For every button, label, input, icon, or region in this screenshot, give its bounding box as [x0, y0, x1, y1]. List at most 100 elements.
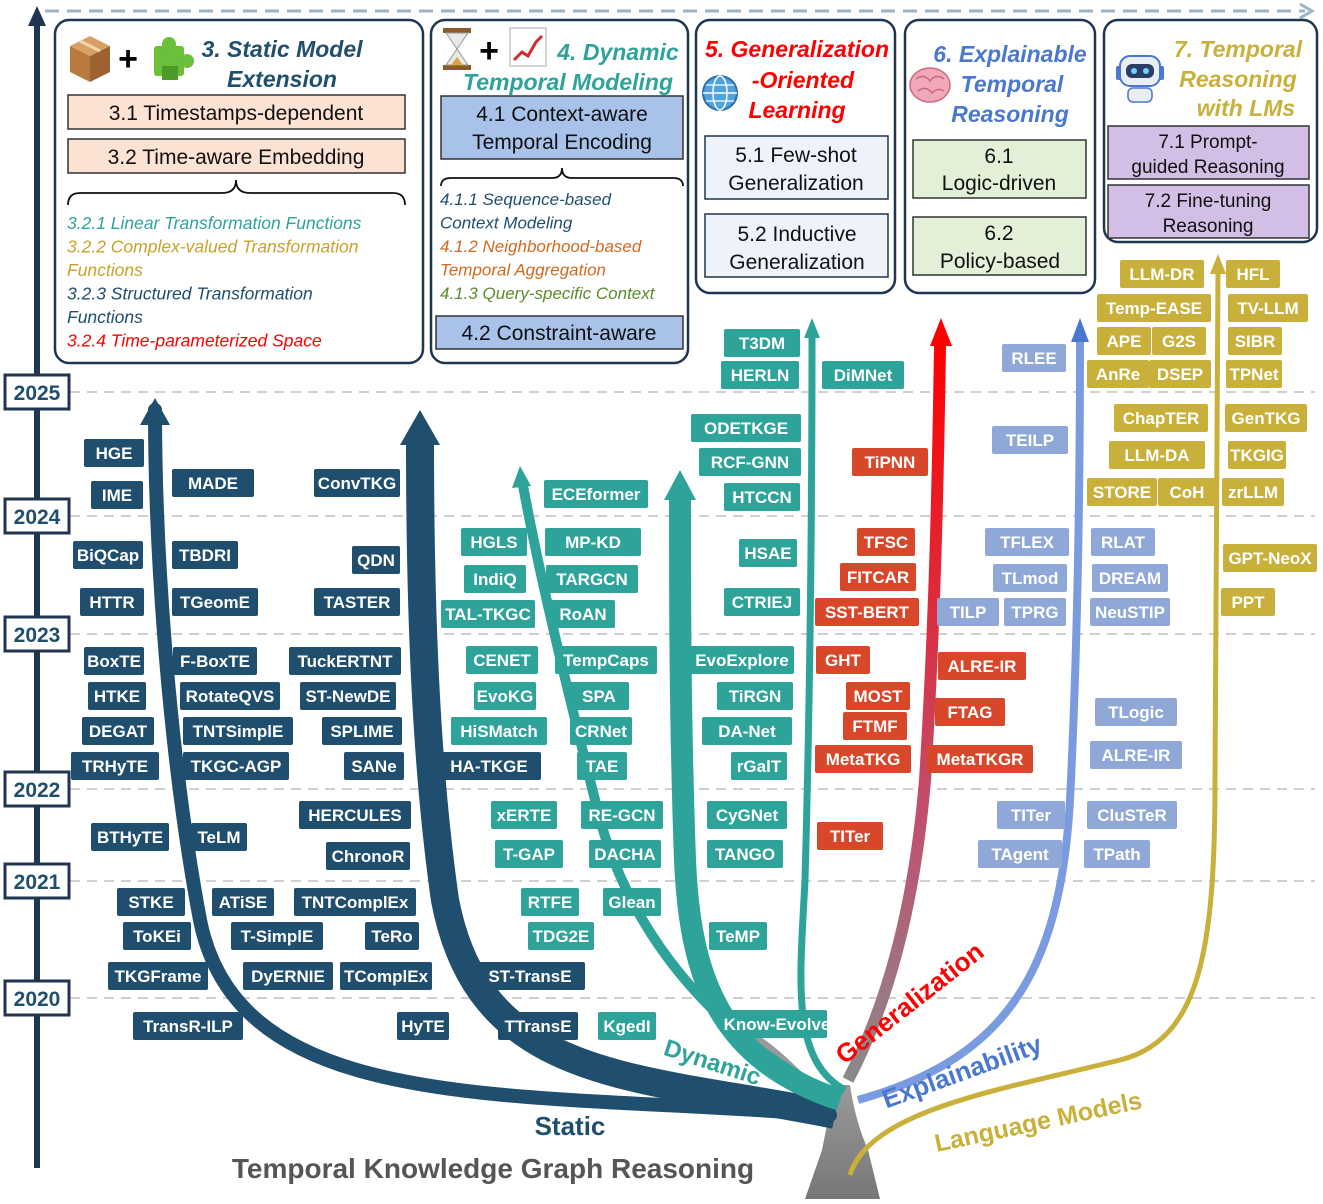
model-tag-label: TFLEX: [1000, 533, 1054, 552]
year-label-2024: 2024: [3, 497, 71, 535]
model-tag-label: BoxTE: [87, 652, 141, 671]
model-tag-dynamic: ECEformer: [544, 480, 648, 508]
model-tag-label: LLM-DR: [1129, 265, 1194, 284]
model-tag-static: HERCULES: [299, 801, 411, 829]
generalization-branch: [842, 344, 946, 1083]
trend-chart-icon: [509, 27, 547, 67]
model-tag-label: ST-TransE: [488, 967, 571, 986]
model-tag-label: HiSMatch: [460, 722, 537, 741]
model-tag-label: xERTE: [497, 806, 552, 825]
model-tag-generalization: MetaTKGR: [927, 745, 1033, 773]
section-3-2-box: [67, 138, 406, 174]
model-tag-label: TRHyTE: [82, 757, 148, 776]
model-tag-generalization: GHT: [816, 646, 870, 674]
model-tag-label: TPath: [1093, 845, 1140, 864]
explainability-branch-arrowhead: [1071, 318, 1089, 342]
model-tag-dynamic: RE-GCN: [581, 801, 663, 829]
model-tag-explainability: TAgent: [978, 840, 1062, 868]
year-label-2022: 2022: [3, 770, 71, 808]
model-tag-label: RE-GCN: [588, 806, 655, 825]
model-tag-language_models: PPT: [1221, 588, 1275, 616]
model-tag-label: LLM-DA: [1124, 446, 1189, 465]
model-tag-label: ConvTKG: [318, 474, 396, 493]
model-tag-dynamic: SPA: [569, 682, 629, 710]
model-tag-dynamic: TARGCN: [546, 565, 638, 593]
model-tag-label: CoH: [1170, 483, 1205, 502]
model-tag-label: ChronoR: [332, 847, 405, 866]
year-text: 2025: [14, 382, 61, 405]
model-tag-label: T-GAP: [503, 845, 555, 864]
plus-sign: +: [118, 40, 138, 78]
model-tag-label: EvoKG: [477, 687, 534, 706]
model-tag-generalization: TiPNN: [852, 448, 928, 476]
model-tag-static: MADE: [172, 469, 254, 497]
model-tag-label: MetaTKGR: [937, 750, 1024, 769]
model-tag-dynamic: DACHA: [589, 840, 661, 868]
model-tag-label: DyERNIE: [251, 967, 325, 986]
model-tag-static: HTKE: [88, 682, 146, 710]
section-6-1-label-line2: Logic-driven: [942, 172, 1056, 195]
year-text: 2024: [14, 506, 61, 529]
model-tag-static: STKE: [117, 888, 185, 916]
robot-icon: [1116, 55, 1164, 103]
model-tag-dynamic: IndiQ: [464, 565, 526, 593]
subitem-line2: Context Modeling: [440, 214, 573, 233]
section-5-1-label-line2: Generalization: [728, 172, 863, 195]
section-4-title-line1: 4. Dynamic: [556, 39, 679, 65]
model-tag-language_models: TPNet: [1226, 360, 1282, 388]
model-tag-generalization: MetaTKG: [815, 745, 911, 773]
section-6-title-line1: 6. Explainable: [933, 41, 1087, 67]
model-tag-label: STKE: [128, 893, 173, 912]
model-tag-language_models: APE: [1097, 327, 1151, 355]
model-tag-label: T-SimplE: [241, 927, 314, 946]
section-6-1-box: [912, 139, 1087, 199]
model-tag-static: RotateQVS: [180, 682, 280, 710]
model-tag-explainability: CluSTeR: [1087, 801, 1177, 829]
section-6-title-line2: Temporal: [961, 71, 1064, 97]
model-tag-dynamic: DA-Net: [702, 717, 792, 745]
section-4-1-label-line2: Temporal Encoding: [472, 131, 652, 154]
model-tag-label: HTTR: [89, 593, 134, 612]
model-tag-label: G2S: [1162, 332, 1196, 351]
model-tag-dynamic: RoAN: [551, 600, 615, 628]
section-3-title-line1: 3. Static Model: [201, 36, 363, 62]
model-tag-label: TAL-TKGC: [445, 605, 531, 624]
subitem-line2: Temporal Aggregation: [440, 261, 606, 280]
model-tag-static: TeRo: [365, 922, 419, 950]
model-tag-generalization: SST-BERT: [815, 598, 919, 626]
model-tag-label: CENET: [473, 651, 531, 670]
model-tag-dynamic: HGLS: [461, 528, 527, 556]
model-tag-label: MetaTKG: [826, 750, 901, 769]
model-tag-static: SPLIME: [322, 717, 402, 745]
section-5-title-line3: Learning: [748, 97, 845, 123]
model-tag-label: GenTKG: [1232, 409, 1301, 428]
model-tag-label: TeRo: [371, 927, 412, 946]
model-tag-dynamic: T-GAP: [495, 840, 563, 868]
model-tag-explainability: NeuSTIP: [1090, 598, 1170, 626]
model-tag-label: TComplEx: [344, 967, 429, 986]
model-tag-label: TKGIG: [1230, 446, 1284, 465]
model-tag-static: ST-NewDE: [300, 682, 396, 710]
model-tag-label: TLmod: [1002, 569, 1059, 588]
model-tag-label: TASTER: [324, 593, 391, 612]
model-tag-label: HGE: [96, 444, 133, 463]
model-tag-static: QDN: [352, 546, 400, 574]
model-tag-label: RLEE: [1011, 349, 1056, 368]
model-tag-static: TGeomE: [172, 588, 258, 616]
model-tag-language_models: DSEP: [1149, 360, 1211, 388]
subitem-line1: 3.2.3 Structured Transformation: [67, 284, 313, 304]
model-tag-label: TITer: [1011, 806, 1052, 825]
model-tag-label: ST-NewDE: [305, 687, 390, 706]
model-tag-dynamic: HSAE: [739, 539, 797, 567]
model-tag-label: TLogic: [1108, 703, 1164, 722]
model-tag-explainability: RLEE: [1002, 344, 1066, 372]
top-timeline-arrowhead: [1299, 2, 1315, 20]
year-text: 2022: [14, 779, 61, 802]
model-tag-static: ConvTKG: [314, 469, 400, 497]
model-tag-explainability: TITer: [997, 801, 1065, 829]
model-tag-label: DEGAT: [89, 722, 148, 741]
model-tag-label: IndiQ: [473, 570, 516, 589]
model-tag-dynamic: EvoKG: [474, 682, 536, 710]
